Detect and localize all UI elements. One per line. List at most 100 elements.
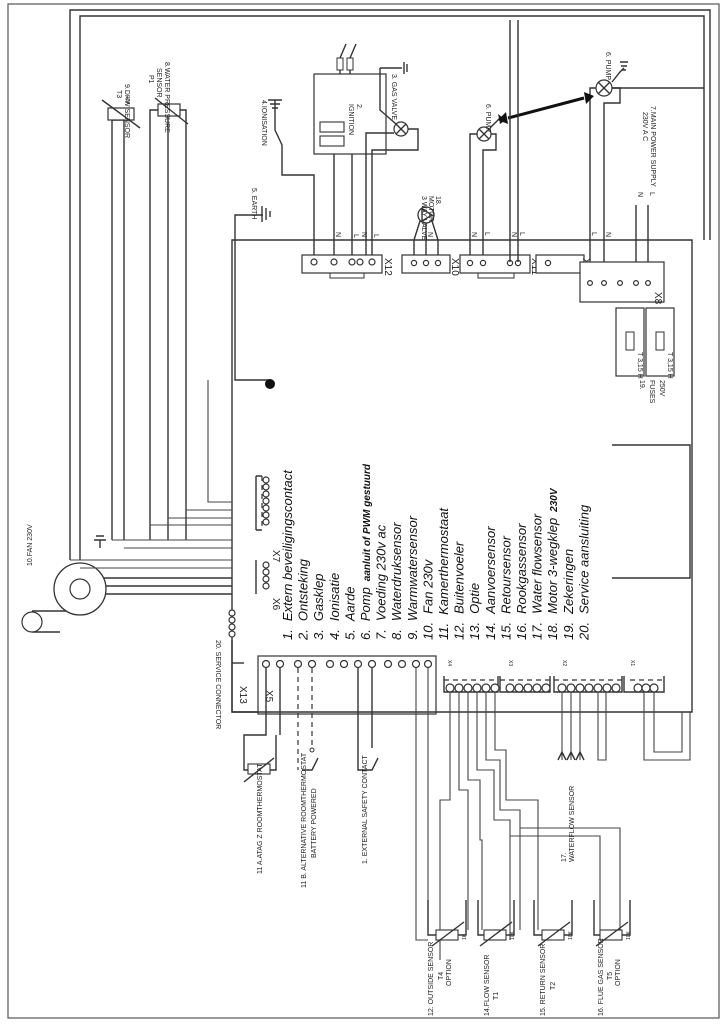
room-thermostat-b: 11 B. ALTERNATIVE ROOMTHERMOSTAT BATTERY… [297,668,319,888]
fuses: T 3,15 H T 3,15 H 19. FUSES 250V [615,307,675,404]
legend-item-label: Motor 3-wegklep [545,518,560,614]
fuses-voltage: 250V [658,380,665,397]
fuse-2-rating: T 3,15 H [666,352,673,379]
ionisation-electrode: 4.IONISATION [260,99,315,255]
legend-item: 17. Water flowsensor [530,513,545,640]
legend-item: 5.Aarde [342,586,357,640]
legend-item-num: 14. [483,622,498,640]
motor-label: MOTOR [427,196,434,222]
legend-item-note: 230V [549,487,560,513]
room-thermostat-a: 11 A.ATAG Z ROOMTHERMOSTAT [243,668,281,874]
arrow-head-right [584,92,594,104]
arrow-head-left [498,112,508,124]
motor-num: 18. [434,196,441,206]
mains-l: L [648,192,655,196]
legend-item-label: Gasklep [311,573,326,621]
legend-item-label: Fan 230v [420,558,435,614]
flue-gas-sensor-label: 16. FLUE GAS SENSOR [598,938,605,1016]
x6-label: X6 [270,598,281,611]
legend-item-num: 8. [389,629,404,640]
x12-n1: N [334,232,341,237]
pump-link-arrow [507,96,585,120]
legend-item-num: 2. [296,629,311,641]
legend-item: 4.Ionisatie [327,573,342,640]
legend-item-label: Retoursensor [498,535,513,614]
legend-item-num: 17. [530,622,545,640]
connector-x8: X8 [579,261,665,305]
flow-sensor-label: 14.FLOW SENSOR [484,955,491,1016]
dhw-sensor-id: T3 [115,90,122,98]
room-thermostat-b-sub: BATTERY POWERED [311,788,318,858]
outside-sensor-tag: 1K [462,933,468,940]
water-pressure-sub: SENSOR [155,68,162,98]
legend-item-label: Optie [467,583,482,614]
connector-x4: X4 [443,660,500,693]
earth-label: 5. EARTH [250,188,257,219]
x13-label: X13 [237,686,248,704]
board-divider [612,444,691,579]
room-thermostat-a-label: 11 A.ATAG Z ROOMTHERMOSTAT [257,763,264,874]
x1-label: X1 [629,660,635,666]
flow-sensor-tag: 10K [510,930,516,940]
legend-item: 19. Zekeringen [561,549,576,640]
service-connector-label: 20. SERVICE CONNECTOR [214,640,221,729]
legend-item-label: Water flowsensor [530,513,545,614]
legend-item-num: 3. [311,629,326,640]
legend-item: 3. Gasklep [311,573,326,640]
x11-label: X11 [529,258,540,275]
legend-item: 16.Rookgassensor [514,523,529,640]
legend-item: 15.Retoursensor [498,535,513,640]
water-pressure-sensor: 8.WATER PRESSURE SENSOR P1 [147,62,189,540]
dhw-sensor: 9.DHW SENSOR T3 10K [101,84,141,540]
x12-l1: L [352,234,359,238]
flue-gas-sensor: 10K 16. FLUE GAS SENSOR T5 OPTION [593,900,632,1016]
dhw-sensor-label: 9.DHW SENSOR [123,84,130,138]
outside-sensor-option: OPTION [446,959,453,986]
legend-item-label: Waterdruksensor [389,522,404,621]
x9-l: L [590,232,597,236]
ignition-unit: 2. IGNITION [313,43,387,255]
waterflow-label: WATERFLOW SENSOR [569,786,576,862]
x2-label: X2 [561,660,567,666]
legend-item-num: 20. [576,622,591,641]
legend-item-label: Warmwatersensor [405,515,420,621]
control-board [231,239,693,713]
room-thermostat-b-label: 11 B. ALTERNATIVE ROOMTHERMOSTAT [301,752,308,888]
legend-item-num: 11. [436,623,451,640]
motor-3way-valve: 18. MOTOR 3 WAY VALVE [413,196,441,262]
x5-label: X5 [263,690,274,703]
x11-n1: N [470,232,477,237]
legend-item-label: Zekeringen [561,549,576,615]
return-sensor-id: T2 [550,982,557,990]
x12-label: X12 [382,258,393,276]
connector-x1: X1 [623,660,665,693]
legend-item: 6.Pompaanluit of PWM gestuurd [358,463,373,640]
fan-wire-outer [69,9,711,560]
pump-a: 6. PUMP [469,104,506,262]
legend-item: 1.Extern beveiligingscontact [280,469,295,640]
connector-x6: X6 [255,560,281,611]
x10-label: X10 [449,258,460,276]
x11-l2: L [518,232,525,236]
earth-connection: 5. EARTH [234,188,275,389]
page-border [7,3,720,1019]
legend-item-label: Ionisatie [327,573,342,621]
legend-item: 18.Motor 3-wegklep230V [545,487,560,640]
main-power-voltage: 230V A C [641,112,648,141]
legend-item-label: Buitenvoeler [452,541,467,614]
legend-item-label: Voeding 230v ac [374,524,389,621]
pump-a-label: 6. PUMP [484,104,491,132]
connector-x12: X12 N L N L [301,232,393,279]
return-sensor-label: 15. RETURN SENSOR [540,944,547,1016]
waterflow-arrows [557,750,585,761]
connector-x7: X7 [255,475,281,563]
legend-item-label: Service aansluiting [576,504,591,614]
safety-contact-label: 1. EXTERNAL SAFETY CONTACT [362,754,369,864]
legend-item-label: Pomp [358,587,373,621]
connector-x11: X11 N L N L [459,20,540,279]
legend-item-num: 5. [342,629,357,640]
fuses-num: 19. [638,380,645,390]
connector-x3: X3 [499,660,551,693]
legend-item-num: 19. [561,622,576,640]
